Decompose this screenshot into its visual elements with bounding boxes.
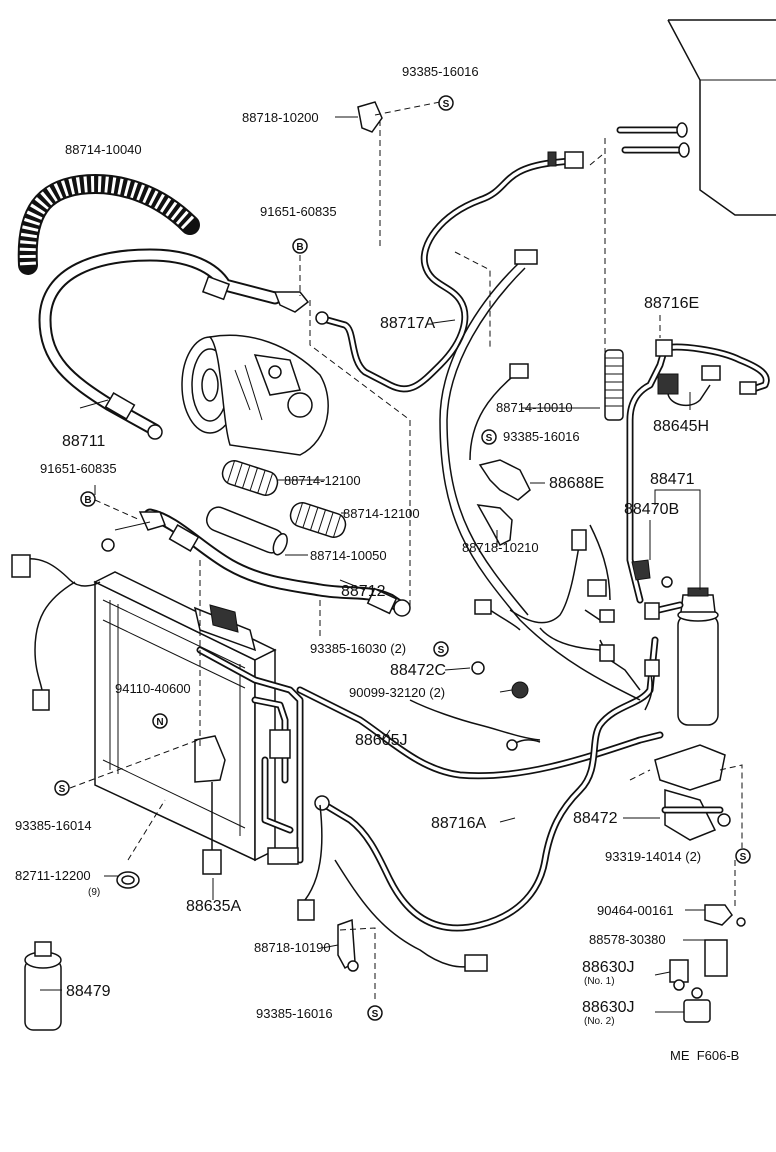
label-88630J-2: 88630J <box>582 999 635 1016</box>
svg-text:B: B <box>296 242 303 253</box>
label-91651-60835-top: 91651-60835 <box>260 204 337 219</box>
symbol-n: N <box>152 713 168 729</box>
svg-text:S: S <box>372 1009 379 1020</box>
label-88471: 88471 <box>650 471 695 488</box>
label-88578-30380: 88578-30380 <box>589 932 666 947</box>
label-91651-60835-left: 91651-60835 <box>40 461 117 476</box>
label-82711-qty: (9) <box>88 887 100 898</box>
protector-hoses <box>205 460 347 556</box>
label-90464-00161: 90464-00161 <box>597 903 674 918</box>
label-88479: 88479 <box>66 983 111 1000</box>
clip-82711-12200 <box>116 871 140 889</box>
label-88630J-2-sub: (No. 2) <box>584 1016 615 1027</box>
label-88630J-1-sub: (No. 1) <box>584 976 615 987</box>
part-88578-30380 <box>704 939 728 977</box>
label-88711: 88711 <box>62 433 105 450</box>
symbol-s-bottom: S <box>367 1005 383 1021</box>
thermistor-wire <box>297 804 488 972</box>
svg-text:S: S <box>438 645 445 656</box>
label-88712: 88712 <box>341 583 386 600</box>
compressor <box>181 334 329 456</box>
clip-90464-00161 <box>704 904 746 927</box>
label-88718-10210: 88718-10210 <box>462 540 539 555</box>
pipe-88716A <box>314 636 659 932</box>
label-88716E: 88716E <box>644 295 699 312</box>
svg-text:S: S <box>486 433 493 444</box>
body-panel <box>616 19 776 216</box>
label-93385-16016-top: 93385-16016 <box>402 64 479 79</box>
symbol-s-14014: S <box>735 848 751 864</box>
label-82711-12200: 82711-12200 <box>15 868 91 883</box>
bottle-88479 <box>24 941 62 1031</box>
svg-text:B: B <box>84 495 91 506</box>
symbol-s-16030: S <box>433 641 449 657</box>
svg-text:S: S <box>59 784 66 795</box>
symbol-b-left: B <box>80 491 96 507</box>
small-fasteners <box>471 661 529 699</box>
label-88718-10190: 88718-10190 <box>254 940 331 955</box>
label-88714-10050: 88714-10050 <box>310 548 387 563</box>
reference-lines <box>69 101 743 1000</box>
pipe-88716E <box>626 339 770 604</box>
symbol-s-mid: S <box>481 429 497 445</box>
label-88714-12100-a: 88714-12100 <box>284 473 361 488</box>
left-harness <box>11 538 115 711</box>
label-93385-16030: 93385-16030 (2) <box>310 641 406 656</box>
symbol-s-16014: S <box>54 780 70 796</box>
pipe-88717A <box>315 151 584 393</box>
receiver-88471 <box>644 587 719 726</box>
leader-lines <box>40 116 705 1013</box>
label-93319-14014: 93319-14014 (2) <box>605 849 701 864</box>
parts-88470B <box>631 559 673 588</box>
part-88630J-1 <box>669 959 689 991</box>
hose-88711 <box>38 248 310 440</box>
footer-code: ME F606-B <box>670 1048 739 1063</box>
condenser-pipes <box>196 646 664 865</box>
label-93385-16016-bottom: 93385-16016 <box>256 1006 333 1021</box>
label-88605J: 88605J <box>355 732 408 749</box>
condenser <box>93 571 277 862</box>
wire-harness <box>409 249 660 751</box>
switch-88645H <box>657 373 711 407</box>
symbol-markers: S B S B S N S S S <box>54 95 751 1021</box>
svg-text:S: S <box>740 852 747 863</box>
label-94110-40600: 94110-40600 <box>115 681 191 696</box>
label-88630J-1: 88630J <box>582 959 635 976</box>
svg-text:N: N <box>156 717 163 728</box>
clamp-88718-10190 <box>337 918 359 972</box>
hose-88714-10010 <box>604 349 624 421</box>
label-93385-16016-mid: 93385-16016 <box>503 429 580 444</box>
part-labels: 93385-16016 88718-10200 88714-10040 9165… <box>15 64 739 1063</box>
clamp-88718-10200 <box>357 101 383 133</box>
label-88714-10010: 88714-10010 <box>496 400 573 415</box>
label-88472C: 88472C <box>390 662 446 679</box>
relay-88635A <box>194 735 226 875</box>
label-88714-12100-b: 88714-12100 <box>343 506 420 521</box>
label-90099-32120: 90099-32120 (2) <box>349 685 445 700</box>
label-88688E: 88688E <box>549 475 604 492</box>
symbol-s-top: S <box>438 95 454 111</box>
part-88630J-2 <box>683 987 711 1023</box>
brackets-88688E <box>476 459 531 546</box>
label-88470B: 88470B <box>624 501 679 518</box>
hose-88712 <box>138 508 411 617</box>
label-88718-10200: 88718-10200 <box>242 110 319 125</box>
label-88635A: 88635A <box>186 898 241 915</box>
label-88714-10040: 88714-10040 <box>65 142 142 157</box>
label-88645H: 88645H <box>653 418 709 435</box>
bracket-88472 <box>654 744 731 841</box>
hose-88714-10040 <box>17 174 200 275</box>
symbol-b-top: B <box>292 238 308 254</box>
label-88716A: 88716A <box>431 815 486 832</box>
label-88472: 88472 <box>573 810 618 827</box>
svg-text:S: S <box>443 99 450 110</box>
label-88717A: 88717A <box>380 315 435 332</box>
label-93385-16014: 93385-16014 <box>15 818 92 833</box>
